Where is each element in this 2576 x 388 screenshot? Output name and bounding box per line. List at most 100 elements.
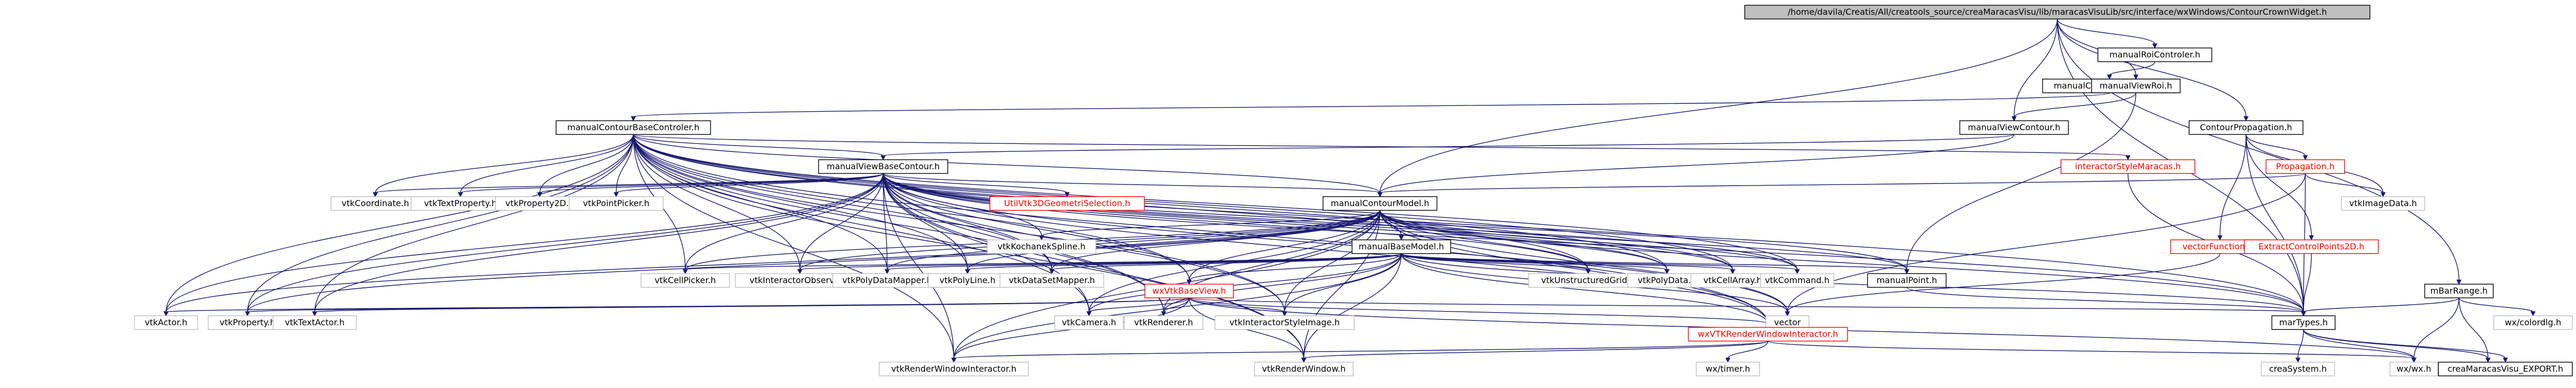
node-box [1124,315,1203,330]
node-ugs[interactable]: UtilVtk3DGeometriSelection.h [989,196,1145,211]
edge-root-to-cp [2057,18,2247,118]
node-label: ExtractControlPoints2D.h [2259,241,2365,251]
arrowhead-mcc-to-mcbc [630,116,636,122]
edge-mcm-to-vactor [166,210,1381,313]
node-mvroi[interactable]: manualViewRoi.h [2091,79,2181,93]
node-label: vtkInteractorStyleImage.h [1229,317,1339,327]
node-mrc[interactable]: manualRoiControler.h [2097,47,2212,62]
node-box [2271,315,2336,330]
arrowhead-mbar-to-wxwx [2411,357,2417,363]
arrowhead-mbm-to-vector [1785,311,1790,317]
node-box [1214,315,1355,330]
node-mcm[interactable]: manualContourModel.h [1323,196,1437,211]
node-cmve[interactable]: creaMaracasVisu_EXPORT.h [2438,362,2573,376]
arrowhead-mvbc-to-vtextprop [458,192,463,198]
node-label: manualContourBaseControler.h [567,122,699,132]
arrowhead-wxvrwi-to-wxtimer [1725,357,1731,363]
node-vpointpick: vtkPointPicker.h [569,196,664,211]
node-label: manualViewContour.h [1968,122,2060,132]
arrowhead-prop-to-vimgdata [2380,192,2386,198]
node-wxvrwi[interactable]: wxVTKRenderWindowInteractor.h [1688,327,1848,342]
edge-mcbc-to-vcmd [633,134,1798,270]
node-label: /home/davila/Creatis/All/creatools_sourc… [1787,7,2327,17]
edge-mvbc-to-vprop [247,173,884,313]
edge-mcm-to-vprop [247,210,1381,313]
edge-mbm-to-mpoint [1401,253,1908,270]
node-mpoint[interactable]: manualPoint.h [1867,273,1947,288]
edge-mbm-to-mtypes [1401,253,2304,313]
node-wxbv[interactable]: wxVtkBaseView.h [1144,284,1234,298]
node-box [2261,362,2335,376]
arrowhead-wxbv-to-vprop [245,311,250,317]
edge-mbm-to-vren [1163,253,1402,313]
node-ecp[interactable]: ExtractControlPoints2D.h [2244,239,2379,254]
edge-mcbc-to-vtextactor [314,134,634,313]
edge-wxvrwi-to-vrwi [953,341,1768,359]
node-mvc[interactable]: manualViewContour.h [1959,120,2069,135]
node-label: UtilVtk3DGeometriSelection.h [1004,198,1131,208]
arrowhead-cp-to-vecf [2217,235,2223,241]
edge-mvbc-to-vpl [882,173,968,270]
arrowhead-mrc-to-mcc [2107,74,2112,80]
arrowhead-mtypes-to-csys [2295,357,2301,363]
arrowhead-mcbc-to-ism [2125,155,2131,161]
node-mtypes[interactable]: marTypes.h [2271,315,2336,330]
edge-mvbc-to-vcellpick [685,173,884,270]
node-mbar[interactable]: mBarRange.h [2424,284,2494,298]
edge-mtypes-to-cmve [2303,329,2506,359]
edge-mcm-to-mpoint [1379,210,1908,270]
node-mvbc[interactable]: manualViewBaseContour.h [818,159,948,174]
node-label: marTypes.h [2279,317,2328,327]
node-label: manualBaseModel.h [1358,241,1444,251]
edge-root-to-mvc [2014,18,2058,118]
node-vcoord: vtkCoordinate.h [330,196,420,211]
node-cp[interactable]: ContourPropagation.h [2189,120,2303,135]
edge-mtypes-to-wxprec [2303,329,2488,359]
edge-mvbc-to-mpoint [882,173,1908,270]
arrowhead-mbm-to-wxbv [1187,279,1192,285]
node-vdsm: vtkDataSetMapper.h [999,273,1104,288]
edge-cp-to-mtypes [2246,134,2304,313]
node-prop[interactable]: Propagation.h [2266,159,2345,174]
edge-mtypes-to-csys [2297,329,2304,359]
arrowhead-mbm-to-vca [1730,269,1735,275]
edge-mvbc-to-vtextprop [460,173,884,193]
node-mbm[interactable]: manualBaseModel.h [1352,239,1451,254]
edge-mbm-to-vdsm [1051,253,1402,270]
edge-mbm-to-vpd [1401,253,1668,270]
node-vcam: vtkCamera.h [1054,315,1124,330]
node-ism[interactable]: interactorStyleMaracas.h [2060,159,2195,174]
arrowhead-root-to-mbar [2456,279,2462,285]
node-label: manualRoiControler.h [2110,50,2201,60]
edge-mcm-to-vks [1041,210,1381,237]
node-root[interactable]: /home/davila/Creatis/All/creatools_sourc… [1744,5,2370,20]
arrowhead-mbm-to-vdsm [1049,269,1055,275]
node-vtextactor: vtkTextActor.h [273,315,357,330]
node-vren: vtkRenderer.h [1124,315,1203,330]
node-label: vtkPolyDataMapper.h [842,275,932,285]
node-vimgdata: vtkImageData.h [2341,196,2425,211]
arrowhead-root-to-cp [2243,116,2249,122]
edge-mbar-to-mtypes [2303,297,2460,313]
node-box [1254,362,1354,376]
node-label: manualViewRoi.h [2099,81,2172,91]
arrowhead-wxbv-to-vcam [1086,311,1092,317]
node-label: vtkRenderWindowInteractor.h [891,364,1017,374]
node-label: vtkTextActor.h [285,317,344,327]
node-mcbc[interactable]: manualContourBaseControler.h [556,120,711,135]
edge-wxbv-to-vcam [1088,297,1190,313]
node-box [2244,239,2379,254]
edge-mrc-to-mcc [2109,61,2155,76]
node-label: wx/colordlg.h [2505,317,2561,327]
edge-mbm-to-vcmd [1401,253,1798,270]
edge-mbm-to-visi [1284,253,1402,313]
node-box [2438,362,2573,376]
edge-mcbc-to-vtextprop [460,134,634,193]
node-box [1054,315,1124,330]
edge-root-to-mcm [1379,18,2058,193]
nodes-layer: /home/davila/Creatis/All/creatools_sourc… [134,5,2573,376]
node-box [640,273,730,288]
node-vactor: vtkActor.h [134,315,198,330]
edge-wxvrwi-to-wxwx [1767,341,2415,359]
node-label: manualViewBaseContour.h [827,161,940,171]
